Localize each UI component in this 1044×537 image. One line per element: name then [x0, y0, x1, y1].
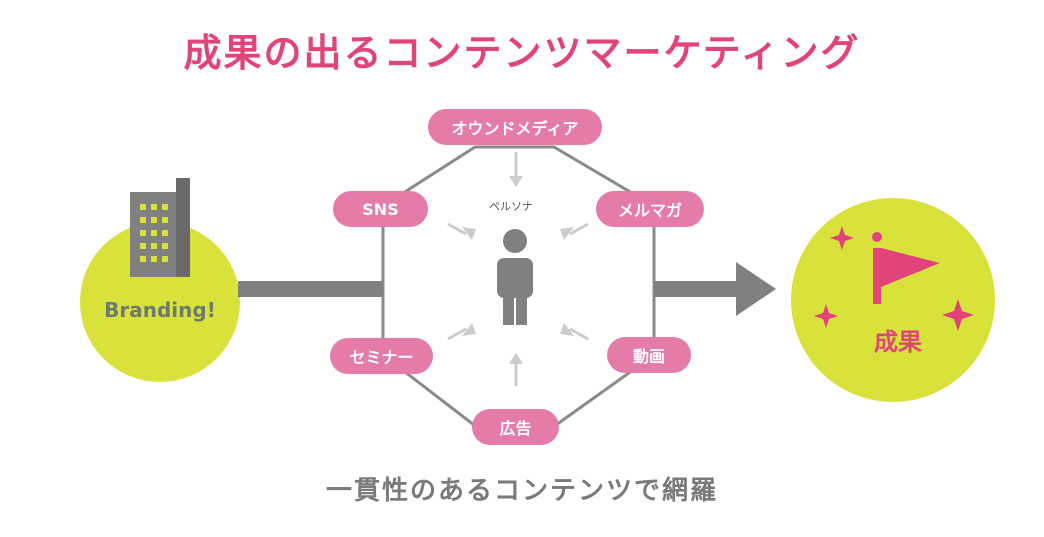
diagram-title: 成果の出るコンテンツマーケティング [183, 31, 861, 75]
channel-video: 動画 [607, 337, 691, 373]
channel-seminar: セミナー [330, 338, 433, 374]
channel-owned-media: オウンドメディア [428, 109, 602, 145]
flag-icon [872, 232, 940, 304]
diagram-subtitle: 一貫性のあるコンテンツで網羅 [325, 476, 718, 506]
channel-ads: 広告 [472, 409, 559, 445]
branding-circle [80, 222, 240, 382]
sparkle-icons [814, 226, 974, 331]
person-icon [497, 229, 533, 325]
channel-sns: SNS [333, 191, 428, 227]
channel-newsletter: メルマガ [596, 191, 704, 227]
result-label: 成果 [874, 328, 922, 356]
result-arrow [654, 262, 776, 316]
persona-label: ペルソナ [489, 200, 533, 213]
building-icon [130, 178, 190, 277]
inflow-arrows [447, 152, 589, 386]
branding-label: Branding! [104, 298, 216, 322]
result-circle [791, 198, 995, 402]
branding-connector-bar [238, 281, 383, 297]
